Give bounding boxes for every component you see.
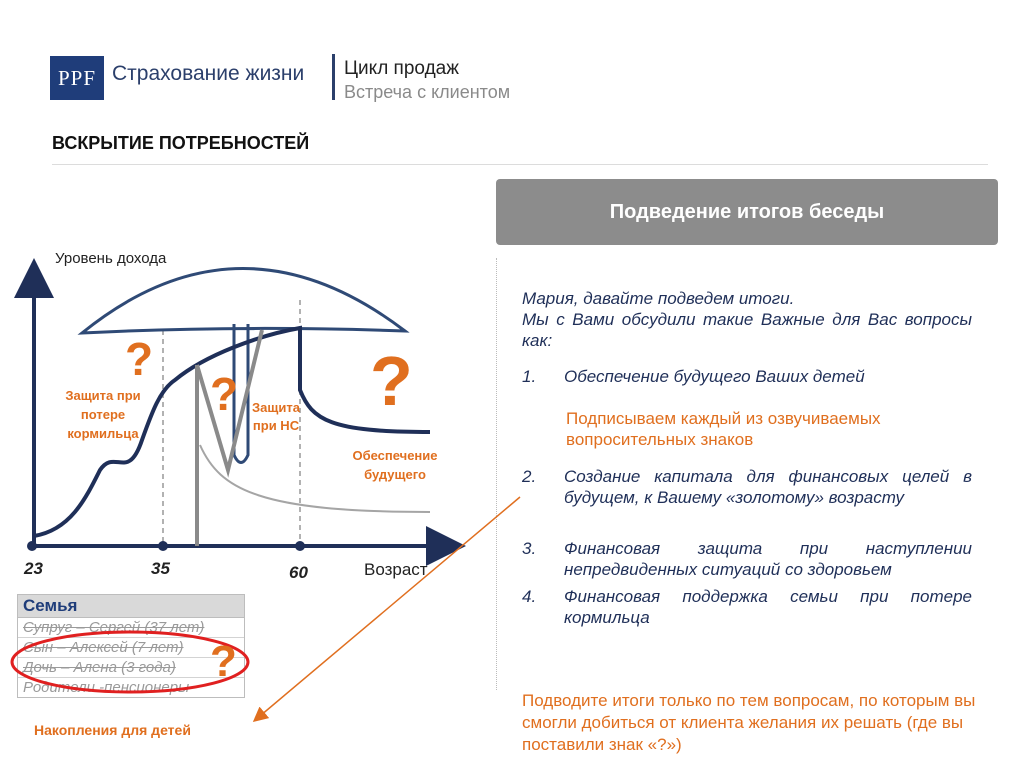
brand-name: Страхование жизни <box>112 62 304 86</box>
accident-label-line-2: при НС <box>253 418 300 433</box>
header-subtitle-primary: Цикл продаж <box>344 58 459 80</box>
umbrella-canopy <box>82 268 405 333</box>
question-mark-accident: ? <box>210 368 238 420</box>
y-axis-label: Уровень дохода <box>55 250 167 267</box>
topic-number: 3. <box>522 538 564 580</box>
intro-line-2: Мы с Вами обсудили такие Важные для Вас … <box>522 309 972 351</box>
topic-number: 2. <box>522 466 564 508</box>
sign-note: Подписываем каждый из озвучиваемых вопро… <box>566 408 966 450</box>
question-mark-children: ? <box>210 637 237 686</box>
topic-item-1: 1. Обеспечение будущего Ваших детей <box>522 366 972 387</box>
topic-text: Финансовая поддержка семьи при потере ко… <box>564 586 972 628</box>
section-title: ВСКРЫТИЕ ПОТРЕБНОСТЕЙ <box>52 133 309 154</box>
topic-text: Финансовая защита при наступлении непред… <box>564 538 972 580</box>
kids-savings-label: Накопления для детей <box>34 722 191 738</box>
breadwinner-label-line-1: Защита при <box>65 388 140 403</box>
topic-text: Обеспечение будущего Ваших детей <box>564 366 972 387</box>
topic-number: 4. <box>522 586 564 628</box>
topic-text: Создание капитала для финансовых целей в… <box>564 466 972 508</box>
intro-line-1: Мария, давайте подведем итоги. <box>522 288 972 309</box>
accident-label-line-1: Защита <box>252 400 301 415</box>
future-label-line-1: Обеспечение <box>352 448 437 463</box>
question-mark-breadwinner: ? <box>125 333 153 385</box>
logo-text: PPF <box>58 66 96 91</box>
breadwinner-label-line-3: кормильца <box>67 426 139 441</box>
annotation-overlay: ? <box>0 480 530 740</box>
topic-item-4: 4. Финансовая поддержка семьи при потере… <box>522 586 972 628</box>
pointer-arrow <box>254 497 520 721</box>
section-divider <box>52 164 988 165</box>
breadwinner-label-line-2: потере <box>81 407 125 422</box>
banner-title: Подведение итогов беседы <box>610 201 884 224</box>
ppf-logo: PPF <box>50 56 104 100</box>
summary-banner: Подведение итогов беседы <box>496 179 998 245</box>
summary-intro: Мария, давайте подведем итоги. Мы с Вами… <box>522 288 972 351</box>
summary-footer-note: Подводите итоги только по тем вопросам, … <box>522 690 1012 756</box>
header-subtitle-secondary: Встреча с клиентом <box>344 82 510 103</box>
question-mark-future: ? <box>370 342 413 420</box>
header-divider <box>332 54 335 100</box>
topic-number: 1. <box>522 366 564 387</box>
topic-item-3: 3. Финансовая защита при наступлении неп… <box>522 538 972 580</box>
topic-item-2: 2. Создание капитала для финансовых целе… <box>522 466 972 508</box>
